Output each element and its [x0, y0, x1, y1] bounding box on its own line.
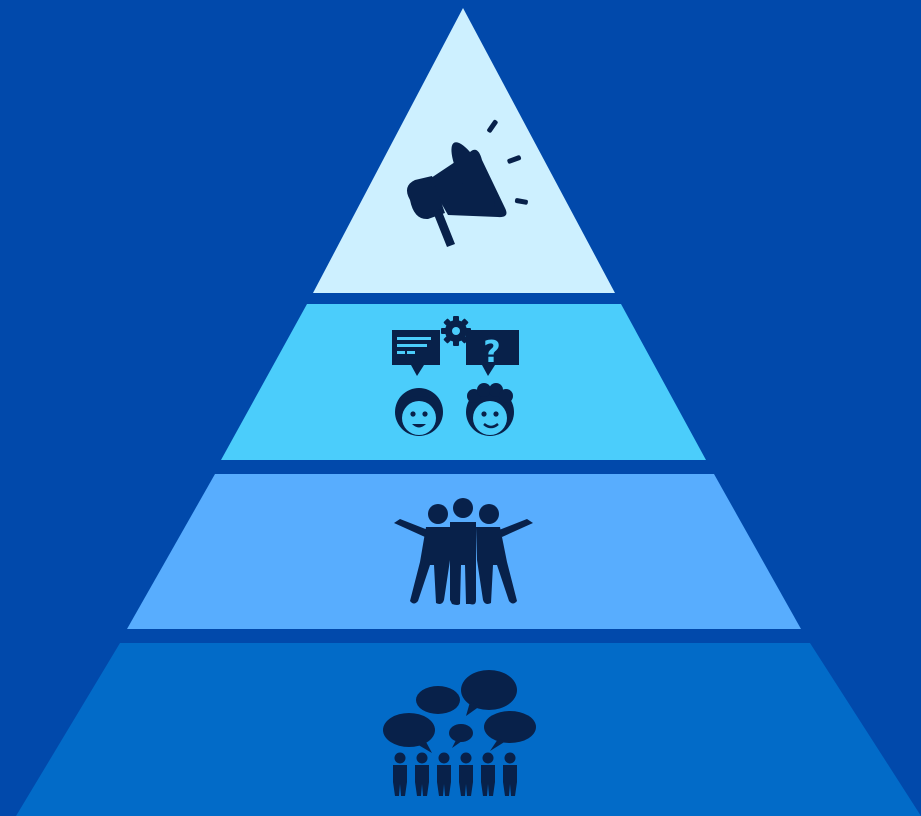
pyramid-tier-4	[16, 643, 921, 816]
crowd-people	[393, 752, 517, 796]
group-hug-icon	[394, 498, 533, 605]
crowd-chat-icon	[383, 670, 536, 796]
pyramid-tier-3	[127, 474, 801, 629]
discussion-icon: ?	[392, 316, 519, 436]
megaphone-icon	[406, 119, 528, 247]
tier-2-shape	[221, 304, 706, 460]
svg-text:?: ?	[483, 335, 500, 370]
pyramid-tier-1	[313, 8, 615, 293]
pyramid-tier-2: ?	[221, 304, 706, 460]
